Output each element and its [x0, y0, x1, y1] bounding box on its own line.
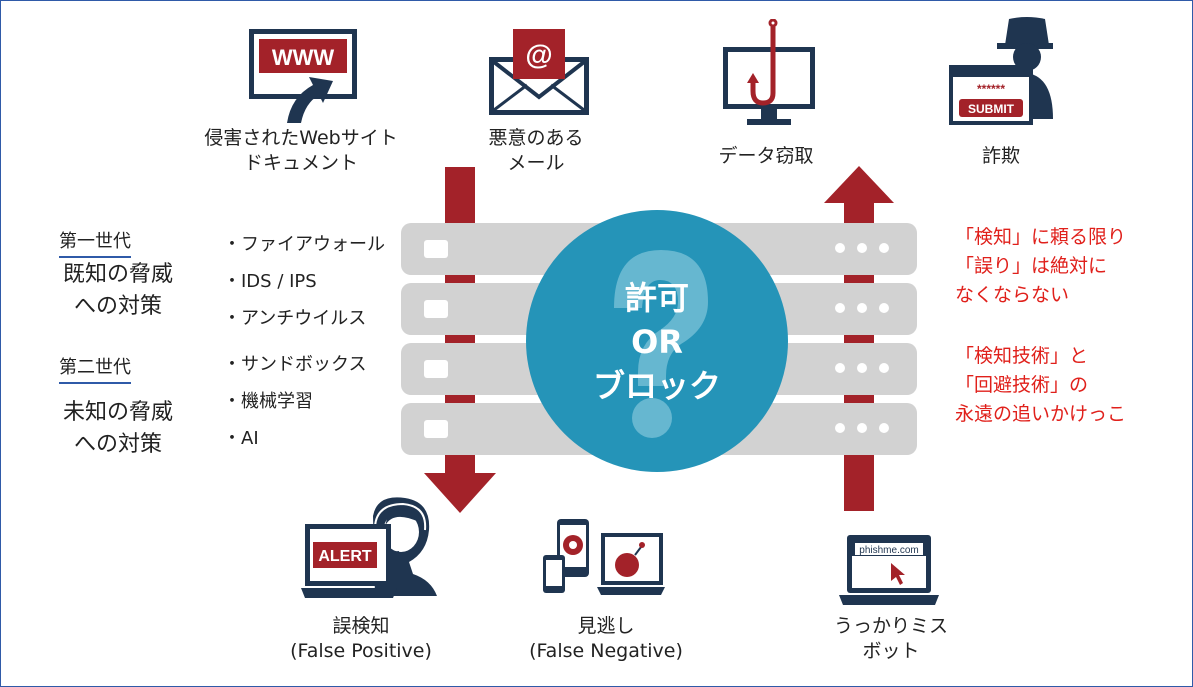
submit-text: SUBMIT: [968, 102, 1015, 116]
fraud-spy-icon: ****** SUBMIT: [949, 17, 1053, 125]
malicious-email-icon: @: [489, 29, 589, 115]
at-text: @: [525, 39, 552, 70]
question-circle-icon: [526, 210, 788, 472]
second-generation-desc: 未知の脅威 への対策: [62, 400, 173, 457]
web-caption: 侵害されたWebサイト ドキュメント: [204, 127, 398, 174]
false-positive-caption: 誤検知 (False Positive): [290, 615, 432, 662]
center-label: 許可 OR ブロック: [586, 276, 728, 408]
second-generation-title: 第二世代: [59, 353, 131, 384]
human-error-caption: うっかりミス ボット: [833, 615, 948, 662]
second-generation-list: サンドボックス 機械学習 AI: [223, 346, 366, 457]
data-theft-monitor-icon: [723, 19, 815, 125]
first-generation-desc: 既知の脅威 への対策: [62, 262, 173, 319]
center-line-block: ブロック: [592, 367, 721, 405]
list-item: アンチウイルス: [223, 300, 385, 337]
www-text: WWW: [272, 45, 335, 70]
alert-laptop-operator-icon: ALERT: [301, 497, 437, 598]
fraud-caption: 詐欺: [981, 145, 1020, 167]
false-negative-caption: 見逃し (False Negative): [529, 615, 683, 662]
alert-text: ALERT: [318, 548, 372, 565]
phishing-laptop-icon: phishme.com: [839, 535, 939, 605]
list-item: ファイアウォール: [223, 226, 385, 263]
list-item: 機械学習: [223, 383, 366, 420]
compromised-website-icon: WWW: [249, 29, 357, 123]
password-mask-text: ******: [977, 82, 1005, 96]
up-arrow-outbound: [824, 166, 894, 511]
first-generation-title: 第一世代: [59, 227, 131, 258]
mail-caption: 悪意のある メール: [488, 127, 584, 174]
list-item: IDS / IPS: [223, 263, 385, 300]
infected-devices-icon: [543, 519, 665, 595]
list-item: サンドボックス: [223, 346, 366, 383]
phishme-url-text: phishme.com: [859, 545, 918, 556]
center-line-allow: 許可: [624, 279, 689, 317]
center-line-or: OR: [631, 323, 683, 361]
cat-and-mouse-note: 「検知技術」と 「回避技術」の 永遠の追いかけっこ: [955, 345, 1127, 425]
list-item: AI: [223, 420, 366, 457]
data-theft-caption: データ窃取: [718, 145, 814, 167]
down-arrow-inbound: [424, 167, 496, 513]
detection-limit-note: 「検知」に頼る限り 「誤り」は絶対に なくならない: [955, 226, 1127, 306]
first-generation-list: ファイアウォール IDS / IPS アンチウイルス: [223, 226, 385, 337]
